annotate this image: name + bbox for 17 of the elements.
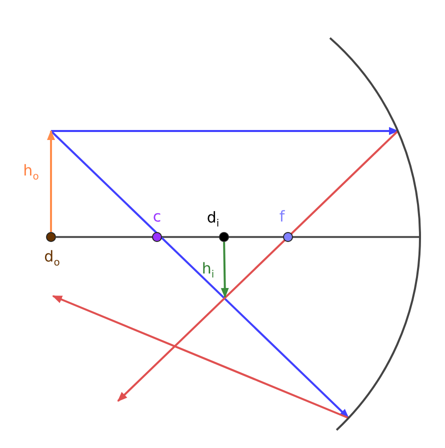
point-marker xyxy=(152,232,162,242)
point-label: d$_{o}$ xyxy=(44,250,60,268)
point-label: d$_{i}$ xyxy=(206,210,220,230)
light-ray xyxy=(51,127,399,135)
point-label: c xyxy=(152,210,162,224)
point-marker xyxy=(219,232,229,242)
height-arrow xyxy=(47,130,55,232)
light-ray xyxy=(52,295,349,419)
light-ray xyxy=(50,130,350,419)
height-arrow xyxy=(220,242,229,298)
point-label: f xyxy=(279,210,285,224)
light-ray xyxy=(117,130,399,402)
edge-label: h$_{i}$ xyxy=(202,262,214,280)
principal-axis xyxy=(56,236,420,238)
point-marker xyxy=(283,232,293,242)
edge-label: h$_{o}$ xyxy=(23,164,39,182)
point-marker xyxy=(46,232,56,242)
